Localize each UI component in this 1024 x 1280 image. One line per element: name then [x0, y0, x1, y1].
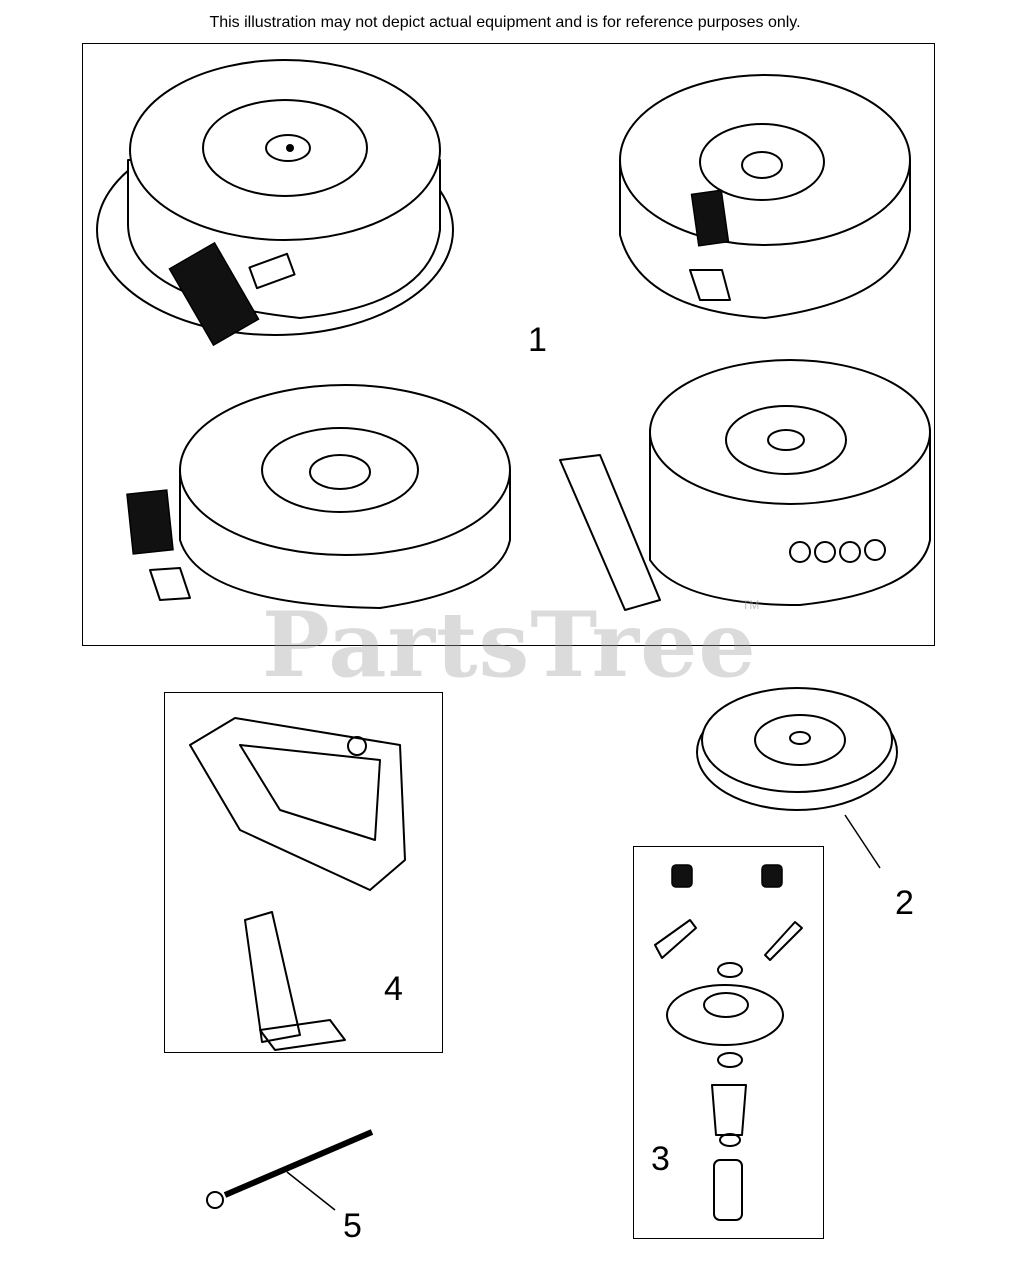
partstree-watermark: PartsTree	[262, 592, 757, 698]
panel-pawl-kit	[633, 846, 824, 1239]
trademark-mark: TM	[742, 598, 760, 612]
starter-rope-icon	[206, 1129, 374, 1211]
pawl-kit-icon	[654, 864, 803, 1221]
disclaimer-text: This illustration may not depict actual …	[209, 14, 801, 31]
callout-4: 4	[384, 970, 403, 1008]
recoil-starter-icon	[126, 384, 511, 609]
recoil-starter-icon	[96, 59, 454, 347]
recoil-starter-icon	[559, 359, 931, 611]
panel-starter-handle	[164, 692, 443, 1053]
callout-1: 1	[528, 321, 547, 359]
callout-5: 5	[343, 1207, 362, 1245]
callout-3: 3	[651, 1140, 670, 1178]
pulley-icon	[696, 687, 898, 869]
panel-recoil-starter-assemblies	[82, 43, 935, 646]
recoil-starter-icon	[619, 74, 911, 319]
callout-2: 2	[895, 884, 914, 922]
starter-handle-icon	[189, 717, 406, 1051]
